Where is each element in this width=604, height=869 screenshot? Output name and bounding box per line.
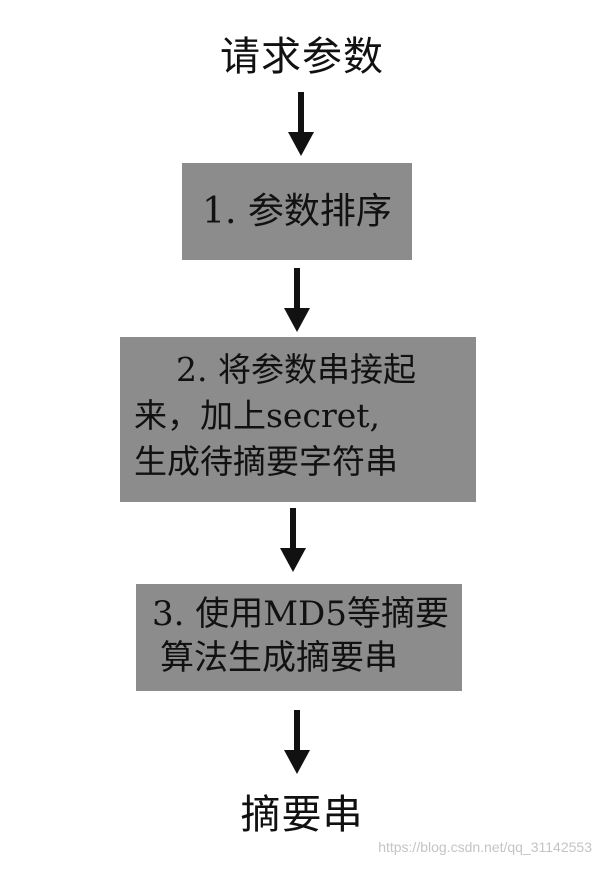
- step-1-box: 1. 参数排序: [182, 163, 412, 260]
- down-arrow-icon: [280, 508, 306, 572]
- step-2-box: 2. 将参数串接起 来，加上secret, 生成待摘要字符串: [120, 337, 476, 502]
- down-arrow-icon: [288, 92, 314, 156]
- step-2-line-3: 生成待摘要字符串: [134, 442, 398, 481]
- end-label: 摘要串: [240, 792, 364, 838]
- down-arrow-icon: [284, 710, 310, 774]
- start-label: 请求参数: [220, 34, 384, 80]
- step-3-line-2: 算法生成摘要串: [160, 638, 398, 678]
- step-3-box: 3. 使用MD5等摘要 算法生成摘要串: [136, 584, 462, 691]
- step-1-text: 1. 参数排序: [202, 190, 392, 232]
- down-arrow-icon: [284, 268, 310, 332]
- step-2-line-2: 来，加上secret,: [134, 396, 381, 435]
- step-2-line-1: 2. 将参数串接起: [176, 350, 416, 389]
- step-3-line-1: 3. 使用MD5等摘要: [152, 594, 449, 634]
- watermark: https://blog.csdn.net/qq_31142553: [378, 839, 592, 855]
